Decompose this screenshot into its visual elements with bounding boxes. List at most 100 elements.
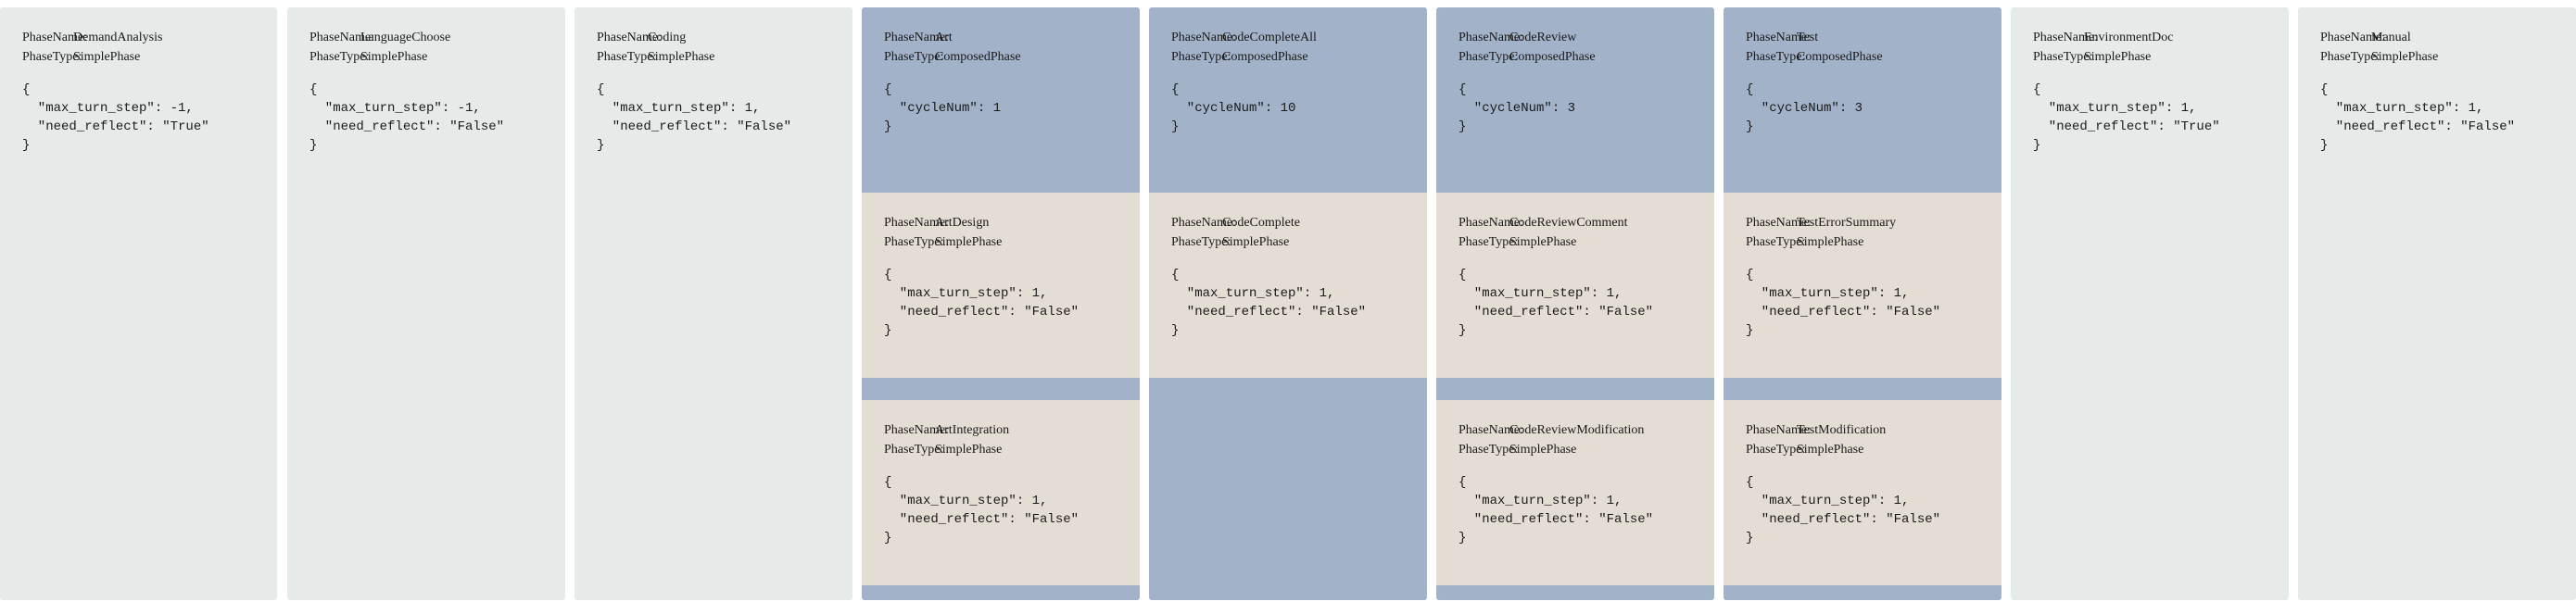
phase-name-value: Art: [935, 31, 953, 44]
phase-type-label: PhaseType:: [1458, 235, 1519, 249]
sub-phase-card: PhaseName:CodeReviewModification PhaseTy…: [1436, 400, 1714, 585]
phase-column-environment-doc: PhaseName:EnvironmentDoc PhaseType:Simpl…: [2011, 7, 2289, 600]
phase-column-test: PhaseName:Test PhaseType:ComposedPhase {…: [1724, 7, 2001, 600]
phase-type-label: PhaseType:: [597, 50, 657, 64]
phase-type-row: PhaseType:SimplePhase: [1746, 440, 1979, 459]
phase-type-value: SimplePhase: [1509, 235, 1577, 249]
phase-config: { "max_turn_step": 1, "need_reflect": "T…: [2033, 82, 2220, 153]
phase-type-label: PhaseType:: [1746, 50, 1806, 64]
phase-name-label: PhaseName:: [884, 31, 949, 44]
phase-name-value: TestModification: [1797, 423, 1887, 437]
phase-type-value: ComposedPhase: [935, 50, 1021, 64]
phase-type-label: PhaseType:: [1458, 443, 1519, 457]
phase-name-row: PhaseName:Test: [1746, 28, 1979, 47]
phase-config: { "max_turn_step": -1, "need_reflect": "…: [22, 82, 209, 153]
phase-type-row: PhaseType:ComposedPhase: [1171, 47, 1405, 67]
phase-name-value: Coding: [648, 31, 687, 44]
phase-name-row: PhaseName:CodeReviewModification: [1458, 420, 1692, 440]
phase-card: PhaseName:DemandAnalysis PhaseType:Simpl…: [0, 7, 277, 155]
phase-type-label: PhaseType:: [2033, 50, 2093, 64]
phase-type-row: PhaseType:ComposedPhase: [1746, 47, 1979, 67]
phase-name-label: PhaseName:: [1746, 216, 1811, 230]
phase-name-label: PhaseName:: [309, 31, 374, 44]
phase-type-value: SimplePhase: [1797, 235, 1864, 249]
phase-type-label: PhaseType:: [1746, 443, 1806, 457]
phase-type-label: PhaseType:: [1171, 235, 1231, 249]
phase-name-value: CodeReviewModification: [1509, 423, 1645, 437]
phase-column-manual: PhaseName:Manual PhaseType:SimplePhase {…: [2298, 7, 2576, 600]
phase-type-row: PhaseType:SimplePhase: [1171, 232, 1405, 252]
phase-name-value: CodeComplete: [1222, 216, 1300, 230]
phase-type-value: SimplePhase: [648, 50, 715, 64]
phase-name-label: PhaseName:: [1171, 216, 1236, 230]
phase-config: { "max_turn_step": 1, "need_reflect": "F…: [1746, 268, 1941, 338]
phase-type-label: PhaseType:: [884, 235, 944, 249]
phase-name-value: CodeReviewComment: [1509, 216, 1628, 230]
phase-card: PhaseName:EnvironmentDoc PhaseType:Simpl…: [2011, 7, 2289, 155]
phase-type-row: PhaseType:ComposedPhase: [884, 47, 1118, 67]
phase-type-row: PhaseType:SimplePhase: [1458, 440, 1692, 459]
phase-name-label: PhaseName:: [2320, 31, 2385, 44]
phase-name-row: PhaseName:ArtDesign: [884, 213, 1118, 232]
phase-name-label: PhaseName:: [1458, 423, 1523, 437]
phase-name-label: PhaseName:: [1746, 31, 1811, 44]
phase-type-value: ComposedPhase: [1509, 50, 1596, 64]
phase-name-label: PhaseName:: [884, 423, 949, 437]
phase-type-row: PhaseType:SimplePhase: [884, 440, 1118, 459]
phase-column-language-choose: PhaseName:LanguageChoose PhaseType:Simpl…: [287, 7, 565, 600]
phase-type-value: SimplePhase: [2084, 50, 2152, 64]
phase-name-value: Manual: [2371, 31, 2411, 44]
phase-name-row: PhaseName:DemandAnalysis: [22, 28, 255, 47]
phase-type-row: PhaseType:SimplePhase: [884, 232, 1118, 252]
composed-phase-card: PhaseName:Test PhaseType:ComposedPhase {…: [1724, 7, 2001, 136]
phase-name-row: PhaseName:Manual: [2320, 28, 2554, 47]
phase-name-label: PhaseName:: [1171, 31, 1236, 44]
phase-config: { "cycleNum": 3 }: [1458, 82, 1576, 134]
phase-config: { "max_turn_step": 1, "need_reflect": "F…: [597, 82, 792, 153]
phase-type-label: PhaseType:: [884, 443, 944, 457]
phase-column-code-complete-all: PhaseName:CodeCompleteAll PhaseType:Comp…: [1149, 7, 1427, 600]
composed-phase-card: PhaseName:Art PhaseType:ComposedPhase { …: [862, 7, 1140, 136]
phase-name-label: PhaseName:: [1746, 423, 1811, 437]
phase-type-label: PhaseType:: [1458, 50, 1519, 64]
phase-name-row: PhaseName:TestErrorSummary: [1746, 213, 1979, 232]
phase-name-label: PhaseName:: [1458, 31, 1523, 44]
phase-config: { "max_turn_step": 1, "need_reflect": "F…: [1171, 268, 1367, 338]
phase-config: { "max_turn_step": 1, "need_reflect": "F…: [1458, 268, 1654, 338]
phase-name-value: DemandAnalysis: [73, 31, 163, 44]
phase-config: { "cycleNum": 10 }: [1171, 82, 1296, 134]
phase-name-value: EnvironmentDoc: [2084, 31, 2174, 44]
phase-type-value: ComposedPhase: [1222, 50, 1308, 64]
phase-type-row: PhaseType:SimplePhase: [2033, 47, 2267, 67]
phase-name-label: PhaseName:: [597, 31, 662, 44]
phase-column-coding: PhaseName:Coding PhaseType:SimplePhase {…: [575, 7, 852, 600]
phase-name-value: LanguageChoose: [360, 31, 451, 44]
phase-type-label: PhaseType:: [884, 50, 944, 64]
phase-card: PhaseName:LanguageChoose PhaseType:Simpl…: [287, 7, 565, 155]
phase-type-value: SimplePhase: [73, 50, 141, 64]
phase-config: { "cycleNum": 3 }: [1746, 82, 1863, 134]
sub-phase-card: PhaseName:TestErrorSummary PhaseType:Sim…: [1724, 193, 2001, 378]
phase-name-value: TestErrorSummary: [1797, 216, 1897, 230]
phase-config: { "max_turn_step": 1, "need_reflect": "F…: [884, 268, 1080, 338]
phase-config: { "max_turn_step": 1, "need_reflect": "F…: [1746, 475, 1941, 545]
phase-type-row: PhaseType:SimplePhase: [1458, 232, 1692, 252]
phase-type-label: PhaseType:: [1171, 50, 1231, 64]
phase-type-label: PhaseType:: [22, 50, 82, 64]
phase-type-row: PhaseType:SimplePhase: [1746, 232, 1979, 252]
phase-name-value: ArtDesign: [935, 216, 990, 230]
phase-type-value: SimplePhase: [935, 443, 1003, 457]
phase-name-row: PhaseName:ArtIntegration: [884, 420, 1118, 440]
phase-name-value: CodeReview: [1509, 31, 1577, 44]
phase-name-row: PhaseName:CodeReview: [1458, 28, 1692, 47]
composed-phase-card: PhaseName:CodeCompleteAll PhaseType:Comp…: [1149, 7, 1427, 136]
phase-name-row: PhaseName:CodeReviewComment: [1458, 213, 1692, 232]
phase-name-label: PhaseName:: [884, 216, 949, 230]
phase-type-row: PhaseType:SimplePhase: [22, 47, 255, 67]
phase-name-row: PhaseName:TestModification: [1746, 420, 1979, 440]
phase-name-row: PhaseName:LanguageChoose: [309, 28, 543, 47]
sub-phase-card: PhaseName:CodeComplete PhaseType:SimpleP…: [1149, 193, 1427, 378]
phase-type-value: SimplePhase: [1222, 235, 1290, 249]
phase-type-label: PhaseType:: [1746, 235, 1806, 249]
phase-type-value: SimplePhase: [360, 50, 428, 64]
